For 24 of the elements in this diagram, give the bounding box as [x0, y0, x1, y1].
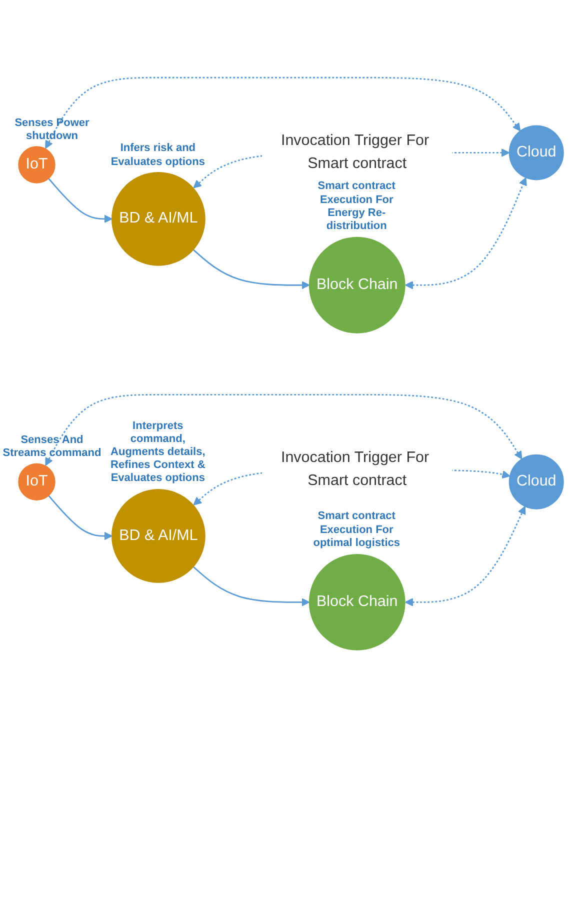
node-circle: Cloud	[508, 125, 564, 180]
node-circle: IoT	[18, 463, 55, 500]
node-circle: BD & AI/ML	[111, 489, 205, 583]
arrow	[44, 76, 520, 149]
node-caption: Smart contract Execution For optimal logistics	[312, 510, 402, 550]
node-caption: Smart contract Execution For Energy Re-distribution	[316, 180, 396, 234]
node-circle: Cloud	[508, 454, 564, 510]
node-circle: Block Chain	[308, 236, 405, 334]
arrow	[48, 178, 112, 224]
arrow	[44, 394, 522, 466]
node-caption: Senses And Streams command	[2, 434, 102, 460]
arrow	[404, 177, 526, 290]
arrow	[192, 566, 310, 606]
arrow	[48, 495, 112, 540]
node-caption: Senses Power shutdown	[14, 116, 90, 143]
arrow	[404, 506, 526, 606]
node-circle: BD & AI/ML	[111, 172, 205, 266]
node-caption: Interprets command, Augments details, Refines Context & Evaluates options	[110, 420, 206, 486]
node-circle: Block Chain	[308, 554, 405, 650]
node-caption: Infers risk and Evaluates options	[110, 142, 206, 169]
edge-label: Invocation Trigger For Smart contract	[280, 132, 429, 172]
arrow	[192, 249, 310, 290]
node-circle: IoT	[18, 146, 55, 184]
edge-label: Invocation Trigger For Smart contract	[280, 450, 429, 489]
